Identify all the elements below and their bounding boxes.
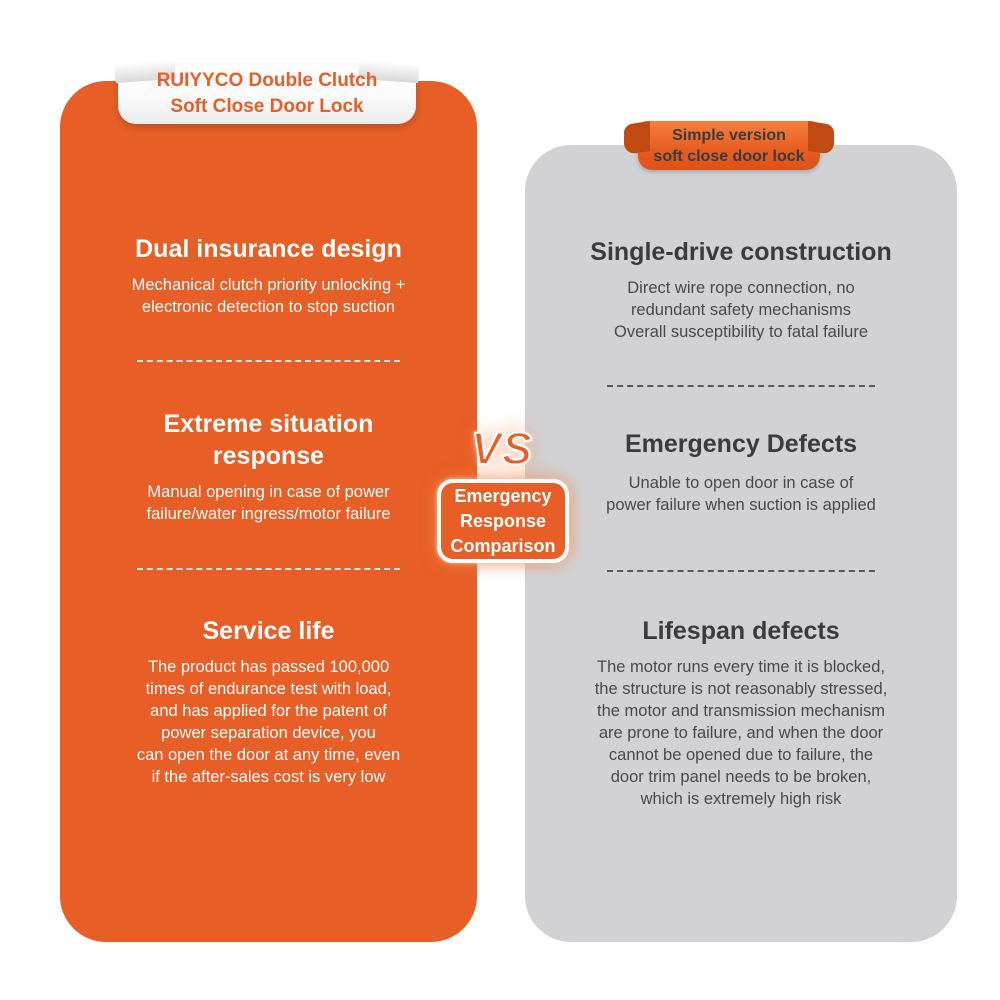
right-ribbon-title: Simple version soft close door lock	[638, 121, 820, 170]
section-heading: Dual insurance design	[135, 235, 402, 263]
left-product-panel: Dual insurance design Mechanical clutch …	[60, 81, 477, 942]
right-section-single-drive: Single-drive construction Direct wire ro…	[525, 236, 957, 343]
left-section-extreme-situation: Extreme situation response Manual openin…	[60, 408, 477, 525]
right-section-emergency-defects: Emergency Defects Unable to open door in…	[525, 428, 957, 516]
section-body: Mechanical clutch priority unlocking + e…	[131, 276, 406, 316]
section-body: Direct wire rope connection, no redundan…	[613, 279, 869, 341]
section-heading: Emergency Defects	[624, 430, 858, 458]
section-body: The motor runs every time it is blocked,…	[594, 658, 888, 808]
right-section-lifespan-defects: Lifespan defects The motor runs every ti…	[525, 615, 957, 810]
left-section-dual-insurance: Dual insurance design Mechanical clutch …	[60, 233, 477, 318]
section-body: Unable to open door in case of power fai…	[606, 474, 876, 514]
section-body: Manual opening in case of power failure/…	[146, 483, 391, 523]
vs-label: VS	[470, 422, 534, 475]
section-body: The product has passed 100,000 times of …	[136, 658, 401, 786]
right-product-panel: Single-drive construction Direct wire ro…	[525, 145, 957, 942]
dashed-divider	[137, 360, 400, 362]
section-heading: Extreme situation response	[163, 410, 374, 470]
dashed-divider	[137, 568, 400, 570]
section-heading: Single-drive construction	[590, 238, 892, 266]
dashed-divider	[607, 385, 875, 387]
dashed-divider	[607, 570, 875, 572]
section-heading: Service life	[202, 617, 335, 645]
left-ribbon-title: RUIYYCO Double Clutch Soft Close Door Lo…	[118, 64, 416, 124]
left-section-service-life: Service life The product has passed 100,…	[60, 615, 477, 788]
section-heading: Lifespan defects	[642, 617, 840, 645]
comparison-badge: Emergency Response Comparison	[437, 479, 569, 563]
